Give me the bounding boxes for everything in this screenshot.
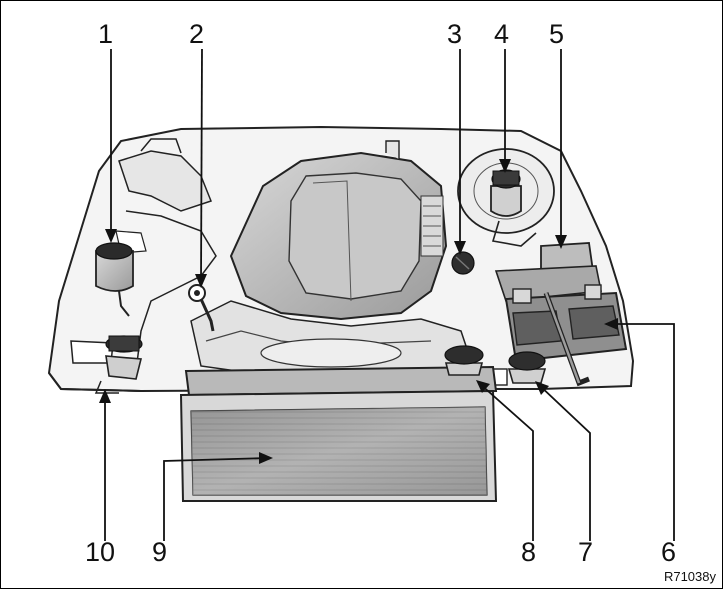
- leader-2: [201, 49, 202, 284]
- part-8-radiator-cap: [445, 346, 483, 375]
- part-3-oil-cap: [452, 252, 474, 274]
- image-code: R71038y: [664, 569, 716, 584]
- callout-5: 5: [549, 21, 564, 48]
- callout-4: 4: [494, 21, 509, 48]
- part-9-radiator: [181, 391, 496, 501]
- callout-3: 3: [447, 21, 462, 48]
- leader-7: [538, 384, 590, 541]
- callout-1: 1: [98, 21, 113, 48]
- callout-6: 6: [661, 539, 676, 566]
- callout-2: 2: [189, 21, 204, 48]
- callout-10: 10: [85, 539, 115, 566]
- callout-7: 7: [578, 539, 593, 566]
- callout-9: 9: [152, 539, 167, 566]
- callout-8: 8: [521, 539, 536, 566]
